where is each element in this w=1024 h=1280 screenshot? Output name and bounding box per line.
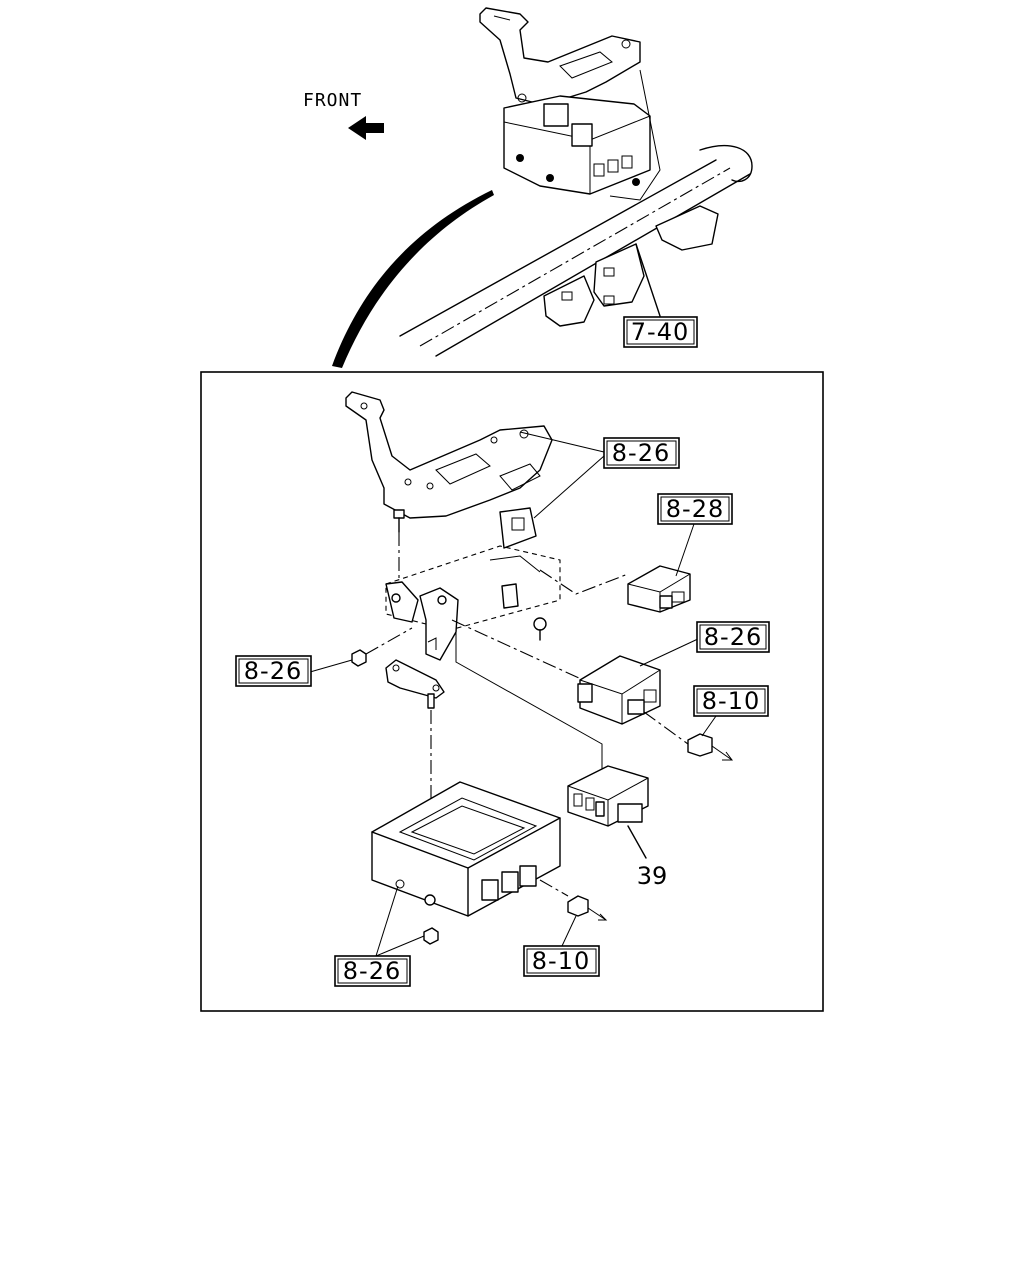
control-unit-leader-39: [627, 825, 647, 859]
callout-39-text: 39: [637, 862, 668, 890]
callout-8-10-right-text: 8-10: [702, 687, 760, 715]
relay-lower-leader: [451, 619, 593, 685]
callout-8-10-bottom-text: 8-10: [532, 947, 590, 975]
connector-bottom: [539, 879, 608, 921]
stay-plate: [385, 659, 445, 709]
callout-8-28: 8-28: [657, 493, 733, 525]
callout-8-28-text: 8-28: [666, 495, 724, 523]
nut-left: [351, 649, 367, 667]
overview-steering-beam: [399, 145, 753, 357]
bracket-bolt: [393, 509, 405, 533]
overview-assembly: FRONT: [303, 7, 753, 368]
lower-mounting-bracket: [385, 507, 561, 661]
overview-module: [503, 69, 661, 201]
leader-8-10-bottom: [561, 915, 577, 947]
connector-right: [687, 733, 733, 761]
callout-8-26-relay: 8-26: [696, 621, 770, 653]
callout-8-26-left-text: 8-26: [244, 657, 302, 685]
callout-7-40-text: 7-40: [631, 318, 689, 346]
callout-39: 39: [637, 862, 668, 890]
callout-8-26-relay-text: 8-26: [704, 623, 762, 651]
leader-8-26-bottom-a: [375, 885, 399, 957]
callout-8-26-top-text: 8-26: [612, 439, 670, 467]
front-label: FRONT: [303, 90, 362, 111]
leader-8-26-relay: [639, 637, 701, 667]
connector-right-axis: [643, 711, 689, 745]
overview-bracket: [479, 7, 641, 105]
leader-8-26-bottom-b: [375, 935, 425, 957]
leader-8-26-top-a: [519, 431, 605, 453]
relay-upper: [627, 565, 691, 613]
detail-connector-arc: [332, 190, 494, 368]
relay-upper-leader: [539, 569, 629, 595]
leader-8-28: [675, 523, 695, 577]
callout-8-10-bottom: 8-10: [523, 945, 600, 977]
lower-bracket-bolt: [533, 617, 547, 641]
nut-axis: [365, 627, 413, 655]
front-arrow-icon: [348, 116, 384, 140]
ecu-box: [371, 781, 561, 917]
leader-8-10-right: [701, 715, 717, 737]
control-unit-leader: [455, 628, 603, 772]
callout-8-26-bottom-text: 8-26: [343, 957, 401, 985]
callout-8-26-left: 8-26: [235, 655, 312, 687]
relay-lower: [577, 655, 661, 725]
leader-8-26-top-b: [533, 455, 605, 519]
callout-8-10-right: 8-10: [693, 685, 769, 717]
upper-bracket: [345, 391, 553, 519]
callout-8-26-top: 8-26: [603, 437, 680, 469]
detail-frame: [200, 371, 824, 1012]
nut-lower: [423, 927, 439, 945]
callout-8-26-bottom: 8-26: [334, 955, 411, 987]
control-unit-39: [567, 765, 649, 827]
callout-7-40: 7-40: [623, 316, 698, 348]
detail-exploded-view: [309, 391, 733, 957]
leader-8-26-left: [309, 659, 353, 673]
